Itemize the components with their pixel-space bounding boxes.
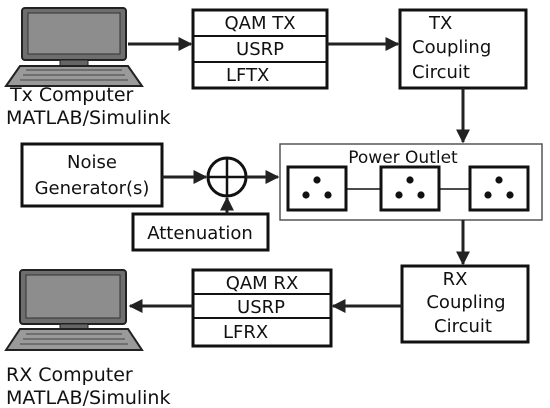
noise-line1: Noise (67, 152, 117, 173)
tx-coupling-line3: Circuit (412, 62, 470, 83)
tx-qam-label: QAM TX (224, 13, 295, 34)
rx-stack-block: QAM RX USRP LFRX (191, 268, 333, 348)
rx-coupling-line2: Coupling (426, 292, 505, 313)
tx-usrp-label: USRP (236, 39, 284, 60)
tx-computer-label: Tx Computer (9, 84, 134, 106)
rx-computer-label: RX Computer (6, 364, 133, 386)
rx-coupling-block: RX Coupling Circuit (400, 264, 530, 344)
rx-computer-sublabel: MATLAB/Simulink (6, 387, 170, 408)
summing-junction-icon (206, 156, 248, 198)
tx-coupling-line2: Coupling (412, 37, 491, 58)
attenuation-block: Attenuation (131, 212, 270, 252)
power-outlet-block: Power Outlet (279, 143, 543, 221)
tx-lf-label: LFTX (226, 65, 269, 86)
rx-computer-icon (4, 269, 144, 351)
power-outlet-label: Power Outlet (348, 148, 458, 168)
rx-lf-label: LFRX (223, 322, 268, 343)
rx-coupling-line1: RX (443, 269, 468, 290)
socket-icon (468, 165, 530, 212)
socket-icon (286, 165, 348, 212)
rx-qam-label: QAM RX (226, 273, 299, 294)
tx-computer-icon (4, 7, 144, 87)
tx-coupling-block: TX Coupling Circuit (398, 8, 528, 90)
rx-coupling-line3: Circuit (434, 316, 492, 337)
rx-usrp-label: USRP (237, 297, 285, 318)
tx-coupling-line1: TX (428, 13, 452, 34)
socket-icon (379, 165, 441, 212)
noise-generator-block: Noise Generator(s) (20, 142, 164, 208)
tx-computer-sublabel: MATLAB/Simulink (6, 107, 170, 129)
noise-line2: Generator(s) (35, 178, 150, 199)
tx-stack-block: QAM TX USRP LFTX (191, 8, 329, 90)
attenuation-label: Attenuation (147, 223, 253, 244)
